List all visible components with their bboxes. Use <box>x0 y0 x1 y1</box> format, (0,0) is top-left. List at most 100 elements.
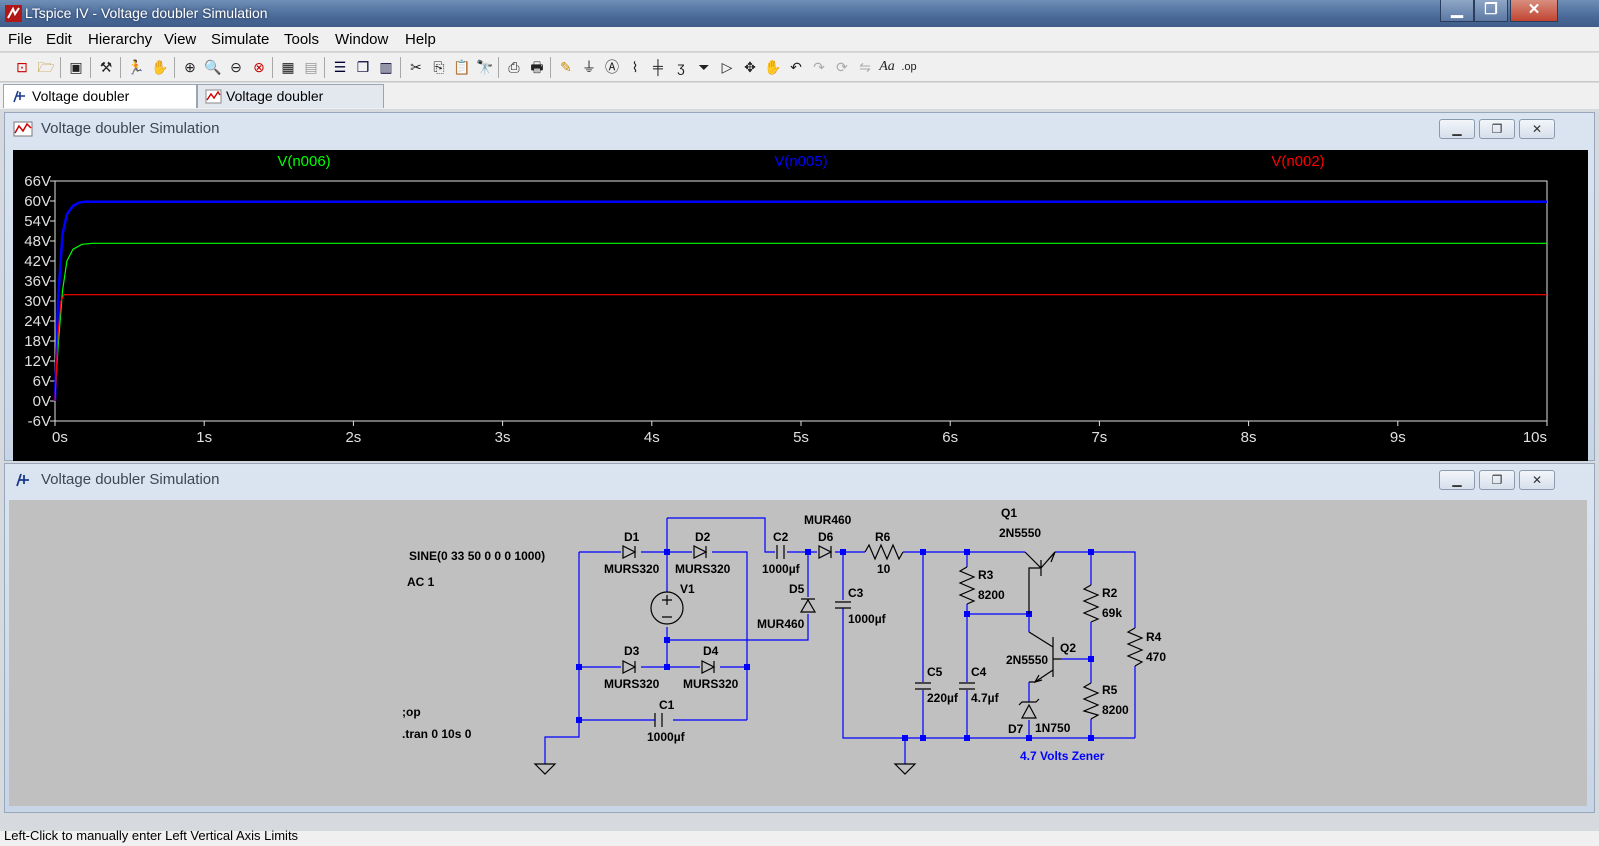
value-c1: 1000µf <box>647 730 686 744</box>
label-d5: D5 <box>789 582 805 596</box>
resistor-icon[interactable]: ⌇ <box>631 59 639 75</box>
document-tabs: Voltage doubler Simulation Voltage doubl… <box>0 83 1599 126</box>
menu-edit[interactable]: Edit <box>46 31 72 48</box>
close-button[interactable]: ✕ <box>1519 470 1555 490</box>
label-c1: C1 <box>659 698 675 712</box>
label-d4: D4 <box>703 644 719 658</box>
zoom-out-icon[interactable]: ⊖ <box>230 59 242 75</box>
print-icon[interactable]: 🖶 <box>530 59 544 75</box>
diode-icon[interactable]: ⏷ <box>698 59 710 75</box>
toolbar: ⊡ 🗁 ▣ ⚒ 🏃 ✋ ⊕ 🔍 ⊖ ⊗ ▦ ▤ ☰ ❐ ▥ ✂ ⎘ 📋 🔭 ⎙ … <box>0 53 1599 82</box>
value-c3: 1000µf <box>848 612 887 626</box>
label-q1: Q1 <box>1001 506 1017 520</box>
label-c3: C3 <box>848 586 864 600</box>
value-d7: 1N750 <box>1035 721 1071 735</box>
autorange-icon[interactable]: ▦ <box>281 59 295 75</box>
menu-hierarchy[interactable]: Hierarchy <box>88 31 153 48</box>
wire-icon[interactable]: ✎ <box>560 59 572 75</box>
tab-schematic[interactable]: Voltage doubler Simulation <box>3 84 197 126</box>
cascade-icon[interactable]: ❐ <box>356 59 370 75</box>
series-line <box>54 294 1547 402</box>
tab-waveform[interactable]: Voltage doubler Simulation <box>197 84 384 126</box>
open-icon[interactable]: 🗁 <box>37 59 55 75</box>
value-d1: MURS320 <box>604 562 660 576</box>
control-panel-icon[interactable]: ⚒ <box>99 59 113 75</box>
spice-directive-icon[interactable]: .op <box>901 61 917 73</box>
waveform-icon <box>205 89 222 104</box>
value-q2: 2N5550 <box>1006 653 1048 667</box>
mirror-icon[interactable]: ⇋ <box>859 59 871 75</box>
schematic-drawing[interactable]: D1 MURS320 D2 MURS320 D3 MURS320 D4 MURS… <box>9 500 1587 806</box>
label-c2: C2 <box>773 530 789 544</box>
cut-icon[interactable]: ✂ <box>410 59 422 75</box>
menu-window[interactable]: Window <box>335 31 389 48</box>
drag-icon[interactable]: ✋ <box>764 59 782 75</box>
minimize-button[interactable]: ▁ <box>1439 470 1475 490</box>
copy-icon[interactable]: ⎘ <box>433 59 445 75</box>
ground-icon[interactable]: ⏚ <box>582 59 596 75</box>
halt-icon[interactable]: ✋ <box>151 59 169 75</box>
value-d4: MURS320 <box>683 677 739 691</box>
label-icon[interactable]: Ⓐ <box>605 59 619 75</box>
print-setup-icon[interactable]: ⎙ <box>508 59 520 75</box>
junction-dots <box>576 549 1094 741</box>
find-icon[interactable]: 🔭 <box>476 59 494 75</box>
wires <box>544 517 1136 764</box>
menu-tools[interactable]: Tools <box>284 31 320 48</box>
text-icon[interactable]: Aa <box>879 59 895 74</box>
y-tick-label: -6V <box>28 413 51 430</box>
legend-entry: V(n002) <box>1271 153 1324 170</box>
schematic-window-title: Voltage doubler Simulation <box>41 471 220 488</box>
menu-file[interactable]: File <box>8 31 33 48</box>
plot-frame <box>54 180 1548 422</box>
rotate-icon[interactable]: ⟳ <box>836 59 848 75</box>
ltspice-logo-icon <box>5 5 22 22</box>
zoom-in-icon[interactable]: ⊕ <box>184 59 196 75</box>
label-v1: V1 <box>680 582 695 596</box>
window-title: LTspice IV - Voltage doubler Simulation <box>25 5 268 21</box>
window-maximize-button[interactable]: ❐ <box>1474 0 1508 22</box>
component-icon[interactable]: ▷ <box>721 59 733 75</box>
label-d1: D1 <box>624 530 640 544</box>
label-r3: R3 <box>978 568 994 582</box>
restore-button[interactable]: ❐ <box>1479 119 1515 139</box>
x-tick-label: 1s <box>196 429 212 446</box>
status-bar: Left-Click to manually enter Left Vertic… <box>0 828 1599 846</box>
value-r3: 8200 <box>978 588 1005 602</box>
value-d5: MUR460 <box>757 617 805 631</box>
tile-vertical-icon[interactable]: ▥ <box>379 59 393 75</box>
save-icon[interactable]: ▣ <box>69 59 83 75</box>
redo-icon[interactable]: ↷ <box>813 59 825 75</box>
run-icon[interactable]: 🏃 <box>127 59 145 75</box>
label-d7: D7 <box>1008 722 1024 736</box>
move-icon[interactable]: ✥ <box>744 59 756 75</box>
zoom-fit-icon[interactable]: ⊗ <box>253 59 265 75</box>
new-schematic-icon[interactable]: ⊡ <box>16 59 28 75</box>
restore-button[interactable]: ❐ <box>1479 470 1515 490</box>
zoom-back-icon[interactable]: 🔍 <box>204 59 222 75</box>
tile-horizontal-icon[interactable]: ☰ <box>333 59 347 75</box>
value-c2: 1000µf <box>762 562 801 576</box>
menu-simulate[interactable]: Simulate <box>211 31 270 48</box>
capacitor-icon[interactable]: ╪ <box>653 59 663 75</box>
menu-help[interactable]: Help <box>405 31 436 48</box>
undo-icon[interactable]: ↶ <box>790 59 802 75</box>
menu-view[interactable]: View <box>164 31 197 48</box>
schematic-canvas[interactable]: D1 MURS320 D2 MURS320 D3 MURS320 D4 MURS… <box>9 500 1587 806</box>
paste-icon[interactable]: 📋 <box>453 59 471 75</box>
window-close-button[interactable]: ✕ <box>1510 0 1558 22</box>
window-minimize-button[interactable]: ▁ <box>1440 0 1474 22</box>
component-symbols <box>533 543 1144 775</box>
tran-directive: .tran 0 10s 0 <box>402 727 472 741</box>
y-tick-label: 6V <box>33 373 51 390</box>
status-text: Left-Click to manually enter Left Vertic… <box>4 828 299 843</box>
menu-bar: File Edit Hierarchy View Simulate Tools … <box>0 27 1599 52</box>
minimize-button[interactable]: ▁ <box>1439 119 1475 139</box>
delete-trace-icon[interactable]: ▤ <box>304 59 318 75</box>
y-tick-label: 18V <box>24 333 51 350</box>
inductor-icon[interactable]: ʒ <box>677 59 685 75</box>
close-button[interactable]: ✕ <box>1519 119 1555 139</box>
